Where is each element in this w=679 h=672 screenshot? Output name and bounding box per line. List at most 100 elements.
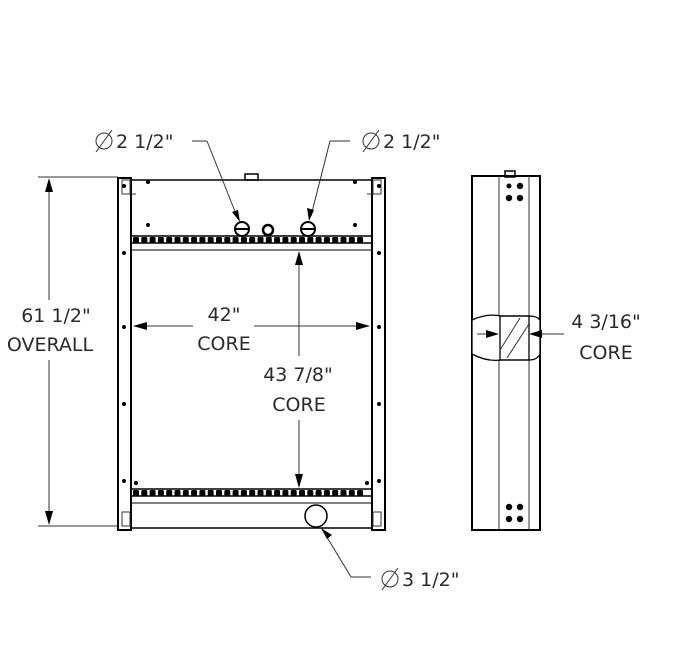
core-depth-dimension xyxy=(477,330,564,338)
core-depth-label: CORE xyxy=(579,342,632,364)
header-stud xyxy=(224,490,231,496)
header-stud xyxy=(299,237,305,243)
core-height-dimension xyxy=(295,251,303,488)
header-stud xyxy=(157,490,164,496)
header-stud xyxy=(249,237,256,243)
core-depth-value: 4 3/16" xyxy=(571,311,641,333)
inlet-port-right xyxy=(300,221,316,237)
inlet-right-leader xyxy=(307,140,350,221)
inlet-left-callout: 2 1/2" xyxy=(95,129,173,153)
header-stud xyxy=(315,237,322,243)
header-stud xyxy=(274,237,281,243)
header-stud xyxy=(240,490,247,496)
header-stud xyxy=(149,237,156,243)
bottom-header xyxy=(131,488,372,504)
diameter-symbol-icon xyxy=(362,129,380,153)
header-stud xyxy=(224,237,231,243)
inlet-right-callout: 2 1/2" xyxy=(362,129,440,153)
header-stud xyxy=(166,490,173,496)
center-port xyxy=(261,223,275,237)
overall-height-label: OVERALL xyxy=(7,334,94,356)
header-stud xyxy=(323,490,330,496)
header-stud xyxy=(290,237,297,243)
outlet-port xyxy=(304,504,328,528)
core-width-label: CORE xyxy=(197,333,250,355)
core-width-dimension xyxy=(133,322,370,330)
header-stud xyxy=(207,490,214,496)
header-stud xyxy=(348,237,355,243)
header-stud xyxy=(265,237,272,243)
rail-brackets xyxy=(121,179,382,527)
header-stud xyxy=(323,237,330,243)
right-side-rail xyxy=(371,177,386,531)
header-stud xyxy=(340,490,347,496)
header-stud xyxy=(357,237,364,243)
diameter-symbol-icon xyxy=(381,567,399,591)
inlet-port-left xyxy=(234,221,250,237)
header-stud xyxy=(315,490,322,496)
side-bolts-bottom xyxy=(505,503,524,523)
overall-height-dimension xyxy=(38,176,118,527)
header-stud xyxy=(232,490,239,496)
header-stud xyxy=(149,490,156,496)
header-stud xyxy=(290,490,297,496)
header-stud xyxy=(141,490,148,496)
header-stud xyxy=(191,490,198,496)
inlet-left-diameter: 2 1/2" xyxy=(116,131,173,153)
side-view xyxy=(471,170,541,531)
header-stud xyxy=(332,490,339,496)
fill-cap xyxy=(244,173,259,181)
header-stud xyxy=(157,237,164,243)
header-stud xyxy=(307,237,314,243)
header-stud xyxy=(257,237,264,243)
outlet-leader xyxy=(321,528,371,578)
outlet-callout: 3 1/2" xyxy=(381,567,459,591)
inlet-left-leader xyxy=(192,140,240,222)
header-stud xyxy=(133,490,139,496)
header-stud xyxy=(282,490,289,496)
header-stud xyxy=(232,237,239,243)
header-stud xyxy=(340,237,347,243)
header-stud xyxy=(249,490,256,496)
left-side-rail xyxy=(117,177,132,531)
outlet-diameter: 3 1/2" xyxy=(402,569,459,591)
header-stud xyxy=(332,237,339,243)
header-stud xyxy=(216,237,222,243)
core-section xyxy=(471,314,541,362)
overall-height-value: 61 1/2" xyxy=(21,305,91,327)
header-stud xyxy=(174,237,181,243)
header-stud xyxy=(141,237,148,243)
header-stud xyxy=(199,237,206,243)
header-stud xyxy=(357,490,364,496)
header-stud xyxy=(274,490,281,496)
core-width-value: 42" xyxy=(208,304,241,326)
header-stud xyxy=(307,490,314,496)
diameter-symbol-icon xyxy=(95,129,113,153)
core-height-label: CORE xyxy=(272,394,325,416)
front-view xyxy=(117,173,386,531)
header-stud xyxy=(182,237,189,243)
header-stud xyxy=(133,237,139,243)
header-stud xyxy=(348,490,355,496)
core-frame xyxy=(130,179,373,529)
header-stud xyxy=(199,490,206,496)
header-stud xyxy=(216,490,222,496)
header-stud xyxy=(282,237,289,243)
header-stud xyxy=(240,237,247,243)
header-stud xyxy=(191,237,198,243)
top-header xyxy=(131,235,372,251)
header-stud xyxy=(257,490,264,496)
inlet-right-diameter: 2 1/2" xyxy=(383,131,440,153)
header-stud xyxy=(182,490,189,496)
header-stud xyxy=(207,237,214,243)
header-stud xyxy=(166,237,173,243)
side-cap xyxy=(504,170,516,178)
header-studs xyxy=(133,237,364,243)
core-height-value: 43 7/8" xyxy=(263,364,333,386)
header-stud xyxy=(265,490,272,496)
header-studs xyxy=(133,490,364,496)
side-bolts-top xyxy=(505,182,524,202)
header-stud xyxy=(299,490,305,496)
rail-bolts xyxy=(122,180,381,485)
header-stud xyxy=(174,490,181,496)
